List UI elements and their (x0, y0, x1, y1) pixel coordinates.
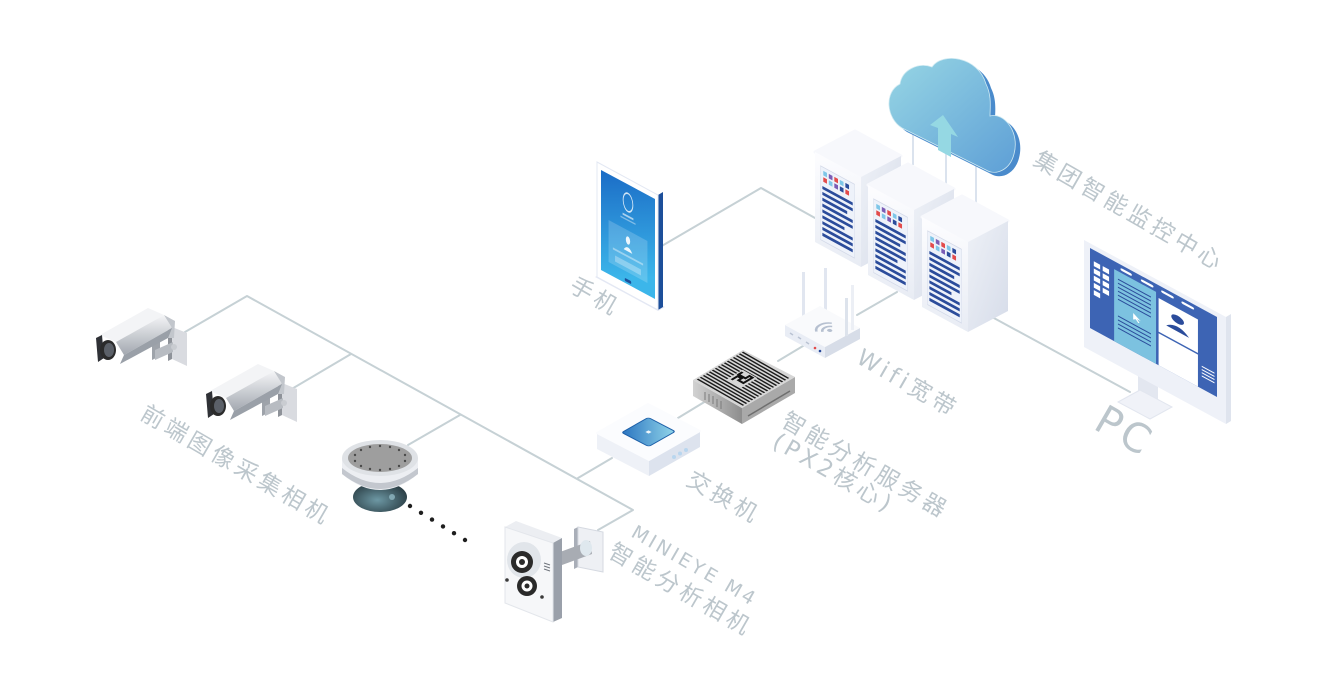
smart-camera-icon (504, 521, 604, 623)
monitor-base (1116, 389, 1174, 420)
px2-server-icon (693, 350, 795, 424)
cloud-icon (888, 58, 1021, 177)
more-cameras-ellipsis (407, 503, 468, 543)
phone-screen (601, 170, 656, 300)
desktop-monitor-icon (1084, 240, 1231, 424)
cursor-icon (1133, 313, 1141, 324)
dome-camera-icon (342, 440, 418, 512)
phone-side (658, 192, 663, 310)
dome-ir-leds (353, 444, 407, 472)
antenna (802, 272, 805, 322)
network-switch-icon (596, 403, 701, 476)
antenna (851, 285, 854, 330)
wifi-icon (814, 322, 833, 332)
ellipsis-dot (451, 531, 457, 536)
ellipsis-dot (440, 524, 446, 529)
status-led (678, 451, 682, 456)
ellipsis-dot (407, 503, 413, 509)
user-avatar-icon (1171, 314, 1184, 325)
smartphone-icon (595, 161, 665, 311)
status-led (672, 455, 676, 459)
upload-arrow-icon (930, 115, 958, 157)
logo-icon (730, 371, 755, 385)
px2-to-router-link (777, 342, 809, 362)
switch-to-px2-link (677, 400, 707, 419)
heatsink-fins (696, 351, 790, 406)
cloud-front (888, 58, 1016, 173)
antenna (824, 268, 827, 310)
antenna (845, 298, 848, 336)
dome-camera-link (407, 414, 461, 446)
status-led (684, 448, 688, 452)
ellipsis-dot (418, 510, 424, 515)
server-to-pc-link (991, 316, 1131, 393)
server-rack-icon (920, 194, 1010, 334)
wifi-router-icon (785, 268, 860, 358)
ellipsis-dot (429, 517, 435, 522)
router-to-server-link (856, 291, 898, 316)
camera-bus-line (184, 295, 634, 531)
ellipsis-dot (462, 537, 468, 543)
vent-grille (704, 392, 722, 409)
phone-to-server-link (659, 187, 816, 248)
front-camera-group (96, 308, 418, 512)
monitor-neck (1138, 372, 1158, 404)
bullet-camera-2-link (289, 353, 352, 391)
monitor-screen (1090, 248, 1217, 398)
switch-to-bus-link (577, 457, 613, 479)
speaker-grille (543, 562, 551, 572)
